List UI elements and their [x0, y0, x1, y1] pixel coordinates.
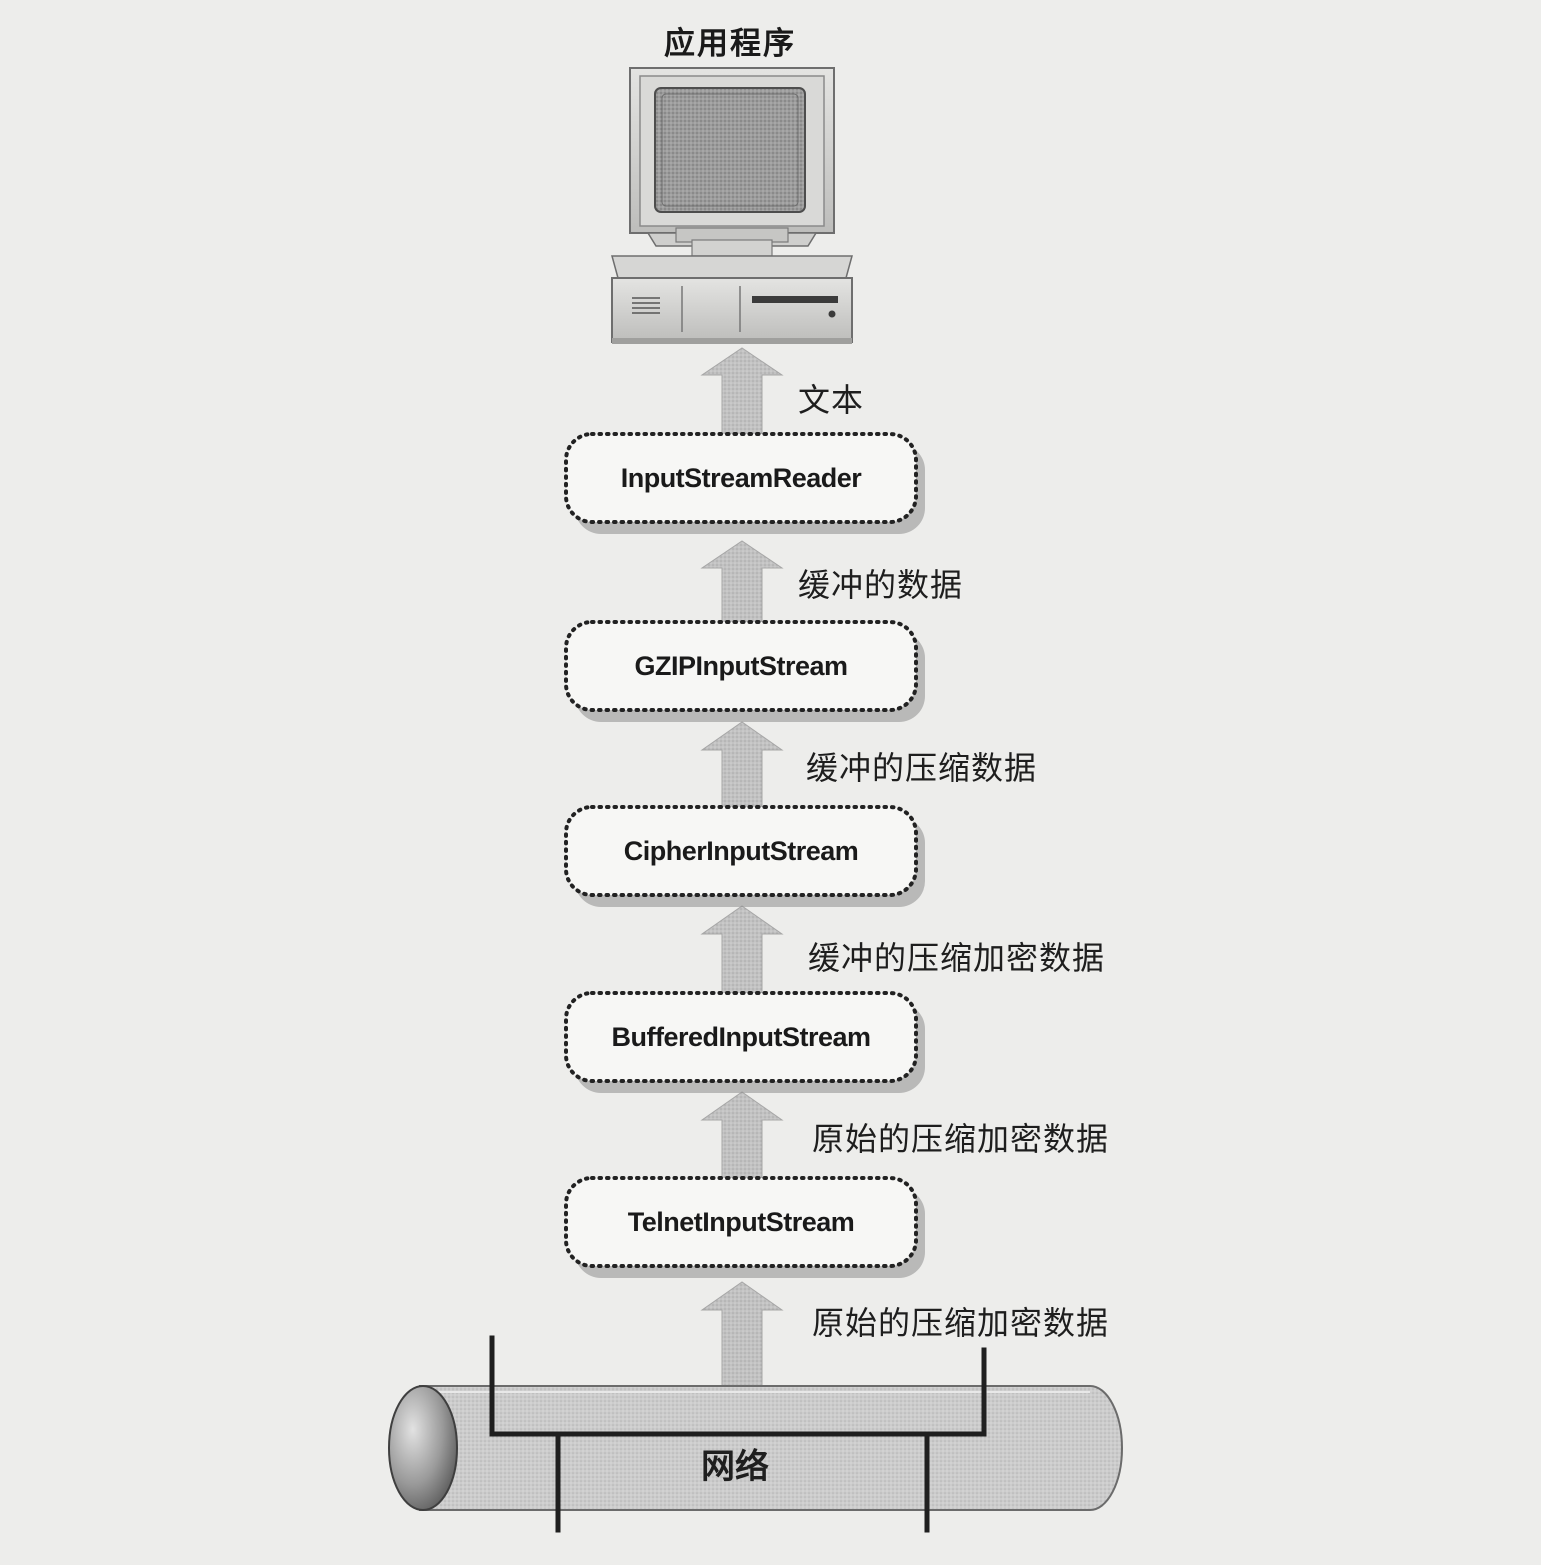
- stream-box-4: [564, 991, 925, 1093]
- up-arrow-icon: [700, 540, 784, 627]
- flow-label-text: 文本: [798, 381, 865, 419]
- stream-label-inputstreamreader: InputStreamReader: [620, 463, 862, 493]
- up-arrow-icon: [700, 721, 784, 813]
- stream-box-2: [564, 620, 925, 722]
- application-label: 应用程序: [664, 26, 796, 62]
- stream-boxes: [564, 432, 925, 1278]
- stream-label-gzipinputstream: GZIPInputStream: [634, 651, 848, 681]
- flow-label-raw-compressed-encrypted: 原始的压缩加密数据: [812, 1120, 1110, 1158]
- flow-label-buffered: 缓冲的数据: [798, 566, 964, 604]
- up-arrow-icon: [700, 1281, 784, 1393]
- flow-label-raw-network: 原始的压缩加密数据: [812, 1304, 1110, 1342]
- network-label: 网络: [701, 1447, 769, 1487]
- stream-box-5: [564, 1176, 925, 1278]
- flow-label-buffered-compressed-encrypted: 缓冲的压缩加密数据: [808, 939, 1106, 977]
- desktop-computer-icon: [611, 67, 853, 344]
- up-arrow-icon: [700, 1091, 784, 1184]
- flow-label-buffered-compressed: 缓冲的压缩数据: [806, 749, 1038, 787]
- stream-label-telnetinputstream: TelnetInputStream: [627, 1207, 855, 1237]
- network-pipe-icon: [388, 1335, 1123, 1533]
- up-arrow-icon: [700, 347, 784, 437]
- stream-label-bufferedinputstream: BufferedInputStream: [611, 1022, 871, 1052]
- flow-arrows: [700, 347, 784, 1393]
- stream-box-1: [564, 432, 925, 534]
- up-arrow-icon: [700, 905, 784, 999]
- stream-label-cipherinputstream: CipherInputStream: [623, 836, 859, 866]
- stream-box-3: [564, 805, 925, 907]
